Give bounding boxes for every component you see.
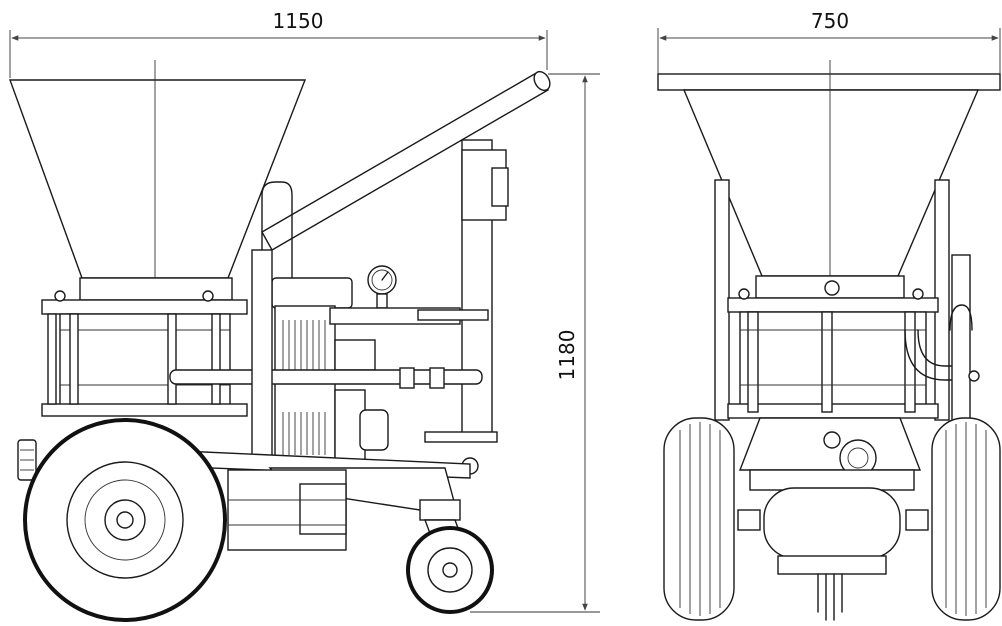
lower-body-front bbox=[737, 370, 980, 621]
width-dimension-side: 1150 bbox=[9, 9, 548, 78]
frame-front bbox=[714, 179, 973, 456]
large-wheel bbox=[23, 418, 227, 622]
left-wheel-front bbox=[663, 417, 735, 621]
width-label-side: 1150 bbox=[273, 9, 324, 33]
height-label: 1180 bbox=[555, 330, 579, 381]
width-dimension-front: 750 bbox=[657, 9, 1001, 74]
air-manifold bbox=[169, 265, 498, 475]
hopper-side bbox=[9, 60, 307, 301]
front-view: 750 bbox=[657, 9, 1001, 621]
right-wheel-front bbox=[931, 417, 1001, 621]
width-label-front: 750 bbox=[811, 9, 849, 33]
rotor-chamber bbox=[41, 290, 248, 417]
caster-wheel bbox=[406, 499, 494, 614]
height-dimension: 1180 bbox=[470, 73, 600, 613]
chassis-side bbox=[17, 249, 471, 551]
discharge-pipe bbox=[261, 70, 551, 291]
side-view: 1150 1180 bbox=[9, 9, 600, 622]
motor bbox=[271, 277, 376, 467]
hopper-front bbox=[657, 60, 1001, 299]
control-box bbox=[461, 139, 509, 441]
